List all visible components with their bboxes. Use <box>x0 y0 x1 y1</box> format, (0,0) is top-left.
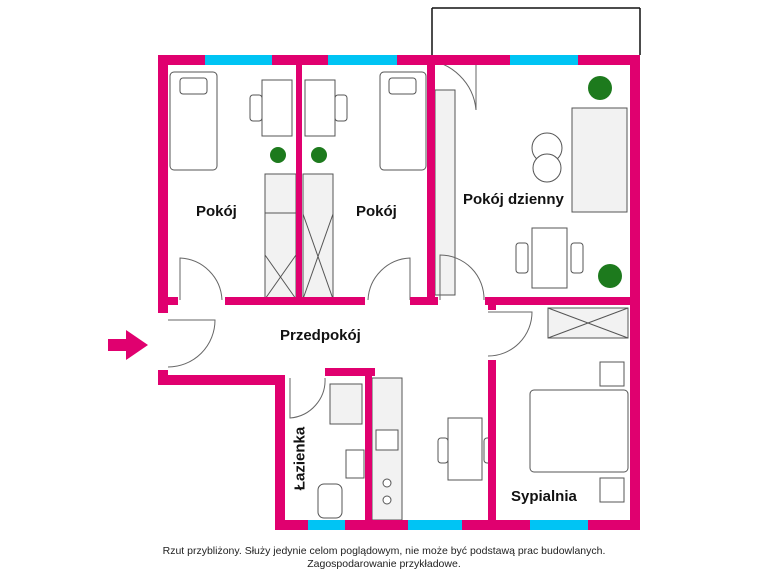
plants <box>270 76 622 288</box>
caption-line-1: Rzut przybliżony. Służy jedynie celom po… <box>162 545 606 557</box>
room-label-hall: Przedpokój <box>280 327 361 344</box>
room-label-pokoj-2: Pokój <box>356 203 397 220</box>
caption-line-2: Zagospodarowanie przykładowe. <box>307 558 461 570</box>
room-label-bedroom: Sypialnia <box>511 488 577 505</box>
windows <box>205 55 588 530</box>
room-label-pokoj-1: Pokój <box>196 203 237 220</box>
arrow-right-icon <box>108 330 148 360</box>
balcony <box>431 7 641 55</box>
room-label-living: Pokój dzienny <box>463 191 564 208</box>
furniture <box>169 71 629 521</box>
room-label-bathroom: Łazienka <box>291 426 309 491</box>
doors <box>167 55 533 419</box>
